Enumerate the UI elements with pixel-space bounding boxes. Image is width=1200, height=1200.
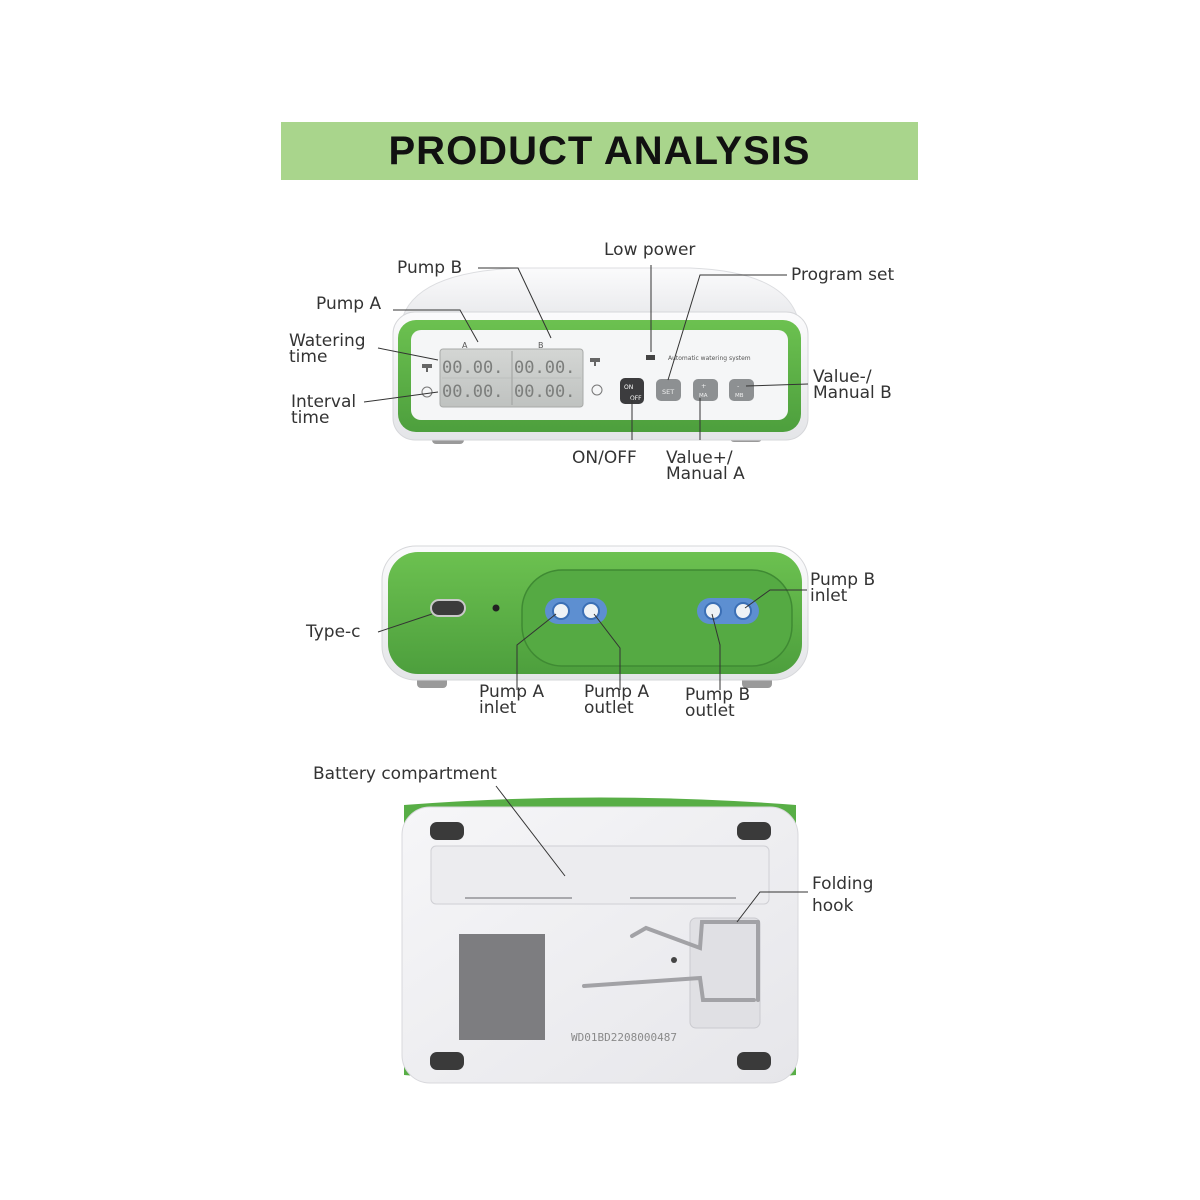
label-type-c: Type-c	[306, 622, 361, 642]
pump-a-inlet-port	[552, 602, 570, 620]
type-c-port	[430, 599, 466, 617]
label-folding-hook: Folding hook	[812, 873, 873, 917]
brand-text: Automatic watering system	[668, 355, 751, 362]
label-pump-b-inlet: Pump B inlet	[810, 570, 876, 606]
label-on-off: ON/OFF	[572, 448, 637, 468]
clock-icon-right	[591, 384, 603, 396]
set-button[interactable]: SET	[656, 379, 681, 401]
side-leader-lines	[377, 589, 807, 690]
serial-number: WD01BD2208000487	[571, 1031, 677, 1044]
rubber-foot-bottom-left	[430, 1052, 464, 1070]
label-pump-a-inlet-line2: inlet	[479, 698, 517, 718]
label-pump-b-inlet-line2: inlet	[810, 586, 848, 606]
plus-label: +	[701, 382, 706, 390]
rubber-foot-bottom-right	[737, 1052, 771, 1070]
set-label: SET	[662, 388, 674, 396]
off-label: OFF	[630, 395, 642, 402]
label-watering-time-line1: Watering	[289, 331, 366, 351]
label-program-set: Program set	[791, 265, 895, 285]
battery-cover	[430, 845, 770, 905]
front-view-device: 00.00. 00.00. 00.00. 00.00. A B Automati…	[392, 267, 809, 444]
title-banner: PRODUCT ANALYSIS	[281, 122, 918, 180]
faucet-icon	[422, 364, 432, 372]
label-pump-a-inlet: Pump A inlet	[479, 682, 545, 718]
on-off-button[interactable]: ON OFF	[620, 378, 644, 404]
hook-hole	[671, 957, 677, 963]
label-interval-time: Interval time	[291, 392, 357, 428]
label-pump-a: Pump A	[316, 294, 382, 314]
label-value-minus-line1: Value-/	[813, 367, 872, 387]
value-minus-button[interactable]: - MB	[729, 379, 754, 401]
lcd-digits-b2: 00.00.	[514, 382, 575, 402]
label-pump-a-outlet-line1: Pump A	[584, 682, 650, 702]
label-pump-a-inlet-line1: Pump A	[479, 682, 545, 702]
lcd-column-b: B	[538, 341, 544, 350]
on-label: ON	[624, 384, 633, 391]
label-value-plus-line2: Manual A	[666, 464, 745, 484]
label-folding-hook-line1: Folding	[812, 874, 874, 894]
label-pump-b: Pump B	[397, 258, 463, 278]
label-pump-b-outlet: Pump B outlet	[685, 685, 751, 721]
lcd-digits-a1: 00.00.	[442, 358, 503, 378]
label-pump-a-outlet: Pump A outlet	[584, 682, 650, 718]
page-title: PRODUCT ANALYSIS	[388, 128, 811, 173]
label-battery-compartment: Battery compartment	[313, 764, 497, 784]
rubber-foot-top-left	[430, 822, 464, 840]
label-value-plus: Value+/ Manual A	[666, 448, 745, 484]
label-folding-hook-line2: hook	[812, 896, 854, 916]
clock-icon	[421, 386, 433, 398]
ma-label: MA	[699, 393, 708, 399]
label-interval-time-line2: time	[291, 408, 330, 428]
label-plate	[459, 934, 545, 1040]
label-interval-time-line1: Interval	[291, 392, 357, 412]
folding-hook	[582, 920, 760, 1002]
value-plus-button[interactable]: + MA	[693, 379, 718, 401]
lcd-digits-b1: 00.00.	[514, 358, 575, 378]
lcd-column-a: A	[462, 341, 468, 350]
low-power-led	[646, 355, 655, 360]
label-value-minus: Value-/ Manual B	[813, 367, 892, 403]
rubber-foot-top-right	[737, 822, 771, 840]
bottom-leader-lines	[495, 785, 808, 923]
front-leader-lines	[363, 265, 809, 440]
mb-label: MB	[735, 393, 744, 399]
label-watering-time: Watering time	[289, 331, 366, 367]
label-pump-b-inlet-line1: Pump B	[810, 570, 876, 590]
lcd-digits-a2: 00.00.	[442, 382, 503, 402]
label-pump-b-outlet-line1: Pump B	[685, 685, 751, 705]
reset-hole	[492, 604, 500, 612]
label-value-plus-line1: Value+/	[666, 448, 733, 468]
bottom-view-device: WD01BD2208000487	[401, 797, 799, 1084]
label-watering-time-line2: time	[289, 347, 328, 367]
label-low-power: Low power	[604, 240, 696, 260]
faucet-icon-right	[590, 358, 600, 366]
side-view-device	[381, 545, 809, 688]
label-pump-b-outlet-line2: outlet	[685, 701, 735, 721]
minus-label: -	[737, 382, 740, 390]
pump-recess	[521, 569, 793, 667]
label-pump-a-outlet-line2: outlet	[584, 698, 634, 718]
label-value-minus-line2: Manual B	[813, 383, 892, 403]
